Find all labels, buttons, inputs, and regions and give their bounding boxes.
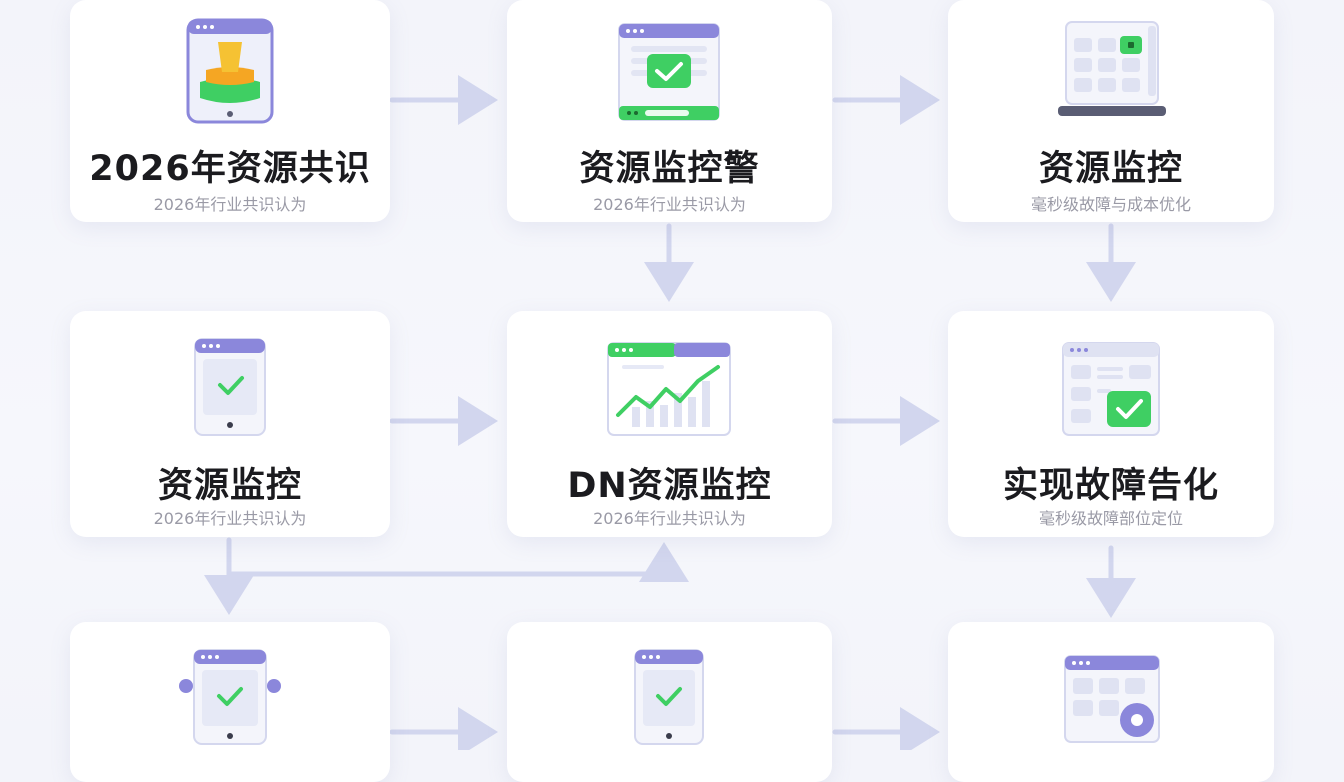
node-n4: 资源监控 2026年行业共识认为 (70, 311, 390, 537)
node-n2: 资源监控警 2026年行业共识认为 (507, 0, 832, 222)
node-n8 (507, 622, 832, 782)
dashboard-check-icon (1062, 342, 1160, 436)
node-n1: 2026年资源共识 2026年行业共识认为 (70, 0, 390, 222)
node-title: DN资源监控 (567, 466, 772, 506)
calendar-grid-icon (1064, 655, 1160, 743)
node-title: 资源监控 (1038, 149, 1183, 189)
node-subtitle: 2026年行业共识认为 (153, 509, 307, 528)
tablet-layers-icon (186, 18, 274, 124)
node-subtitle: 毫秒级故障与成本优化 (1030, 195, 1191, 214)
node-subtitle: 2026年行业共识认为 (593, 195, 746, 214)
tablet-check-icon (194, 338, 266, 436)
connector-layer (204, 75, 1136, 750)
node-title: 资源监控 (157, 466, 302, 506)
arrow-n4-n5-loop (229, 542, 689, 582)
node-title: 实现故障告化 (1002, 466, 1219, 506)
tablet-check-icon (179, 649, 281, 745)
node-n9 (948, 622, 1274, 782)
node-n5: DN资源监控 2026年行业共识认为 (507, 311, 832, 537)
tablet-check-icon (634, 649, 704, 745)
node-title: 2026年资源共识 (89, 149, 371, 189)
laptop-grid-icon (1058, 21, 1166, 116)
node-subtitle: 2026年行业共识认为 (153, 195, 307, 214)
browser-check-icon (618, 23, 720, 121)
node-title: 资源监控警 (579, 149, 760, 189)
node-subtitle: 毫秒级故障部位定位 (1038, 509, 1183, 528)
node-n7 (70, 622, 390, 782)
line-chart-icon (607, 342, 731, 436)
node-n6: 实现故障告化 毫秒级故障部位定位 (948, 311, 1274, 537)
node-subtitle: 2026年行业共识认为 (593, 509, 746, 528)
node-n3: 资源监控 毫秒级故障与成本优化 (948, 0, 1274, 222)
